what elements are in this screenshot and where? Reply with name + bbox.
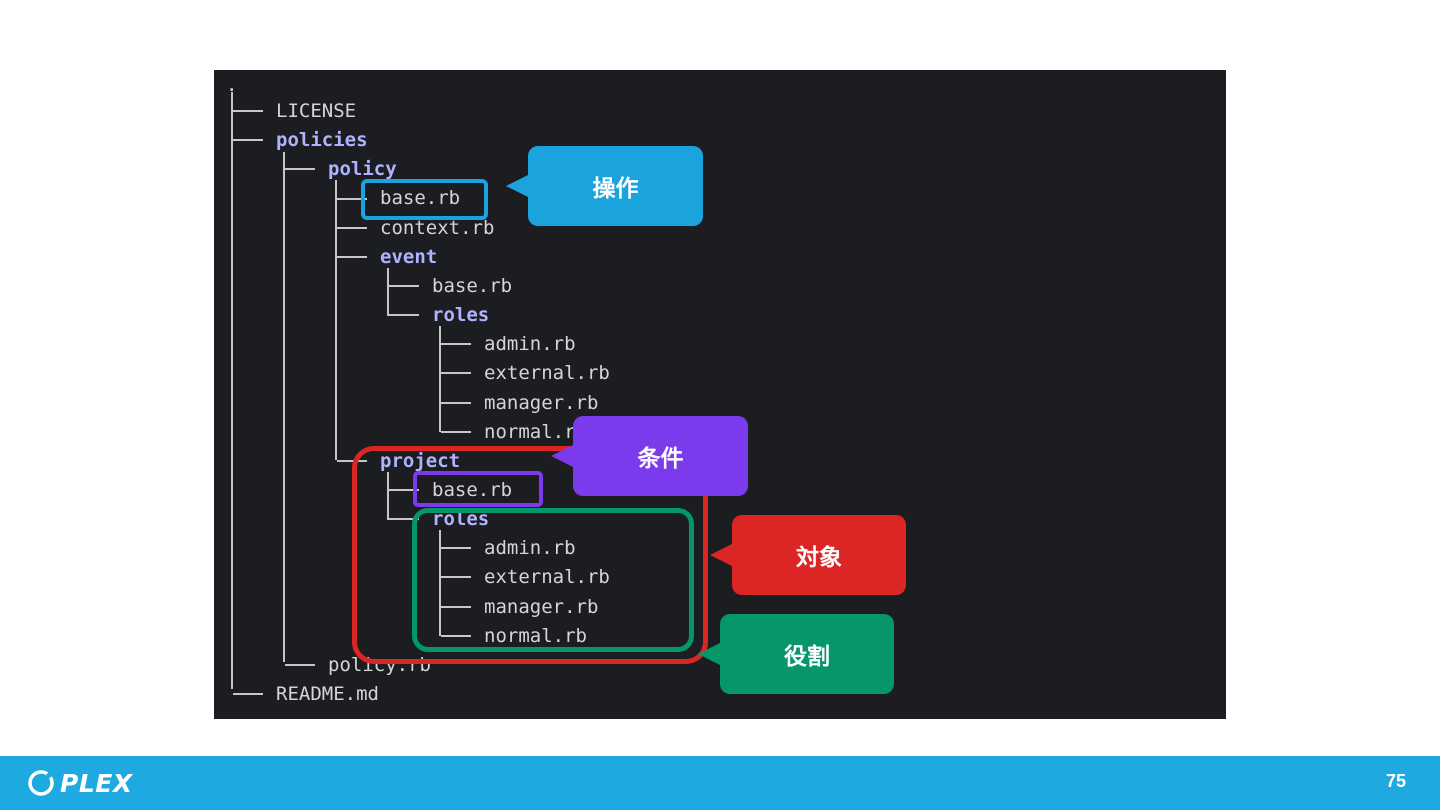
callout-target-label: 対象: [796, 545, 842, 571]
highlight-target: [352, 446, 708, 664]
file-project-roles-admin: admin.rb: [484, 537, 576, 559]
callout-pointer: [710, 543, 734, 567]
tree-line: [389, 518, 419, 520]
file-project-roles-manager: manager.rb: [484, 596, 599, 618]
tree-line: [335, 180, 337, 460]
highlight-condition: [413, 471, 543, 507]
callout-operation: 操作: [506, 146, 703, 226]
tree-line: [337, 256, 367, 258]
tree-line: [337, 198, 367, 200]
plex-logo: PLEX: [26, 768, 133, 798]
tree-line: [441, 635, 471, 637]
callout-pointer: [698, 642, 722, 666]
callout-operation-label: 操作: [592, 176, 639, 202]
file-license: LICENSE: [276, 100, 357, 122]
tree-line: [389, 314, 419, 316]
callout-role-label: 役割: [784, 644, 830, 670]
tree-line: [233, 110, 263, 112]
tree-line: [389, 285, 419, 287]
callout-condition-label: 条件: [637, 446, 684, 472]
plex-logo-icon: [28, 770, 54, 796]
tree-line: [389, 489, 419, 491]
tree-line: [441, 372, 471, 374]
file-policy-context: context.rb: [380, 217, 495, 239]
tree-line: [439, 326, 441, 432]
tree-line: [387, 268, 389, 316]
tree-line: [283, 152, 285, 662]
file-event-roles-normal: normal.rb: [484, 421, 587, 443]
footer-bar: PLEX 75: [0, 756, 1440, 810]
file-policy-base: base.rb: [380, 187, 461, 209]
tree-line: [441, 431, 471, 433]
brand-name: PLEX: [60, 768, 133, 798]
page-number: 75: [1385, 771, 1406, 791]
dir-policy: policy: [328, 158, 397, 180]
terminal-screenshot: . LICENSE policies policy base.rb contex…: [214, 70, 1226, 719]
dir-event: event: [380, 246, 438, 268]
tree-line: [337, 227, 367, 229]
highlight-role: [412, 508, 694, 652]
highlight-operation: [361, 179, 488, 220]
file-project-roles-external: external.rb: [484, 566, 610, 588]
callout-target: 対象: [710, 515, 906, 595]
file-project-roles-normal: normal.rb: [484, 625, 587, 647]
tree-line: [285, 664, 315, 666]
file-event-roles-admin: admin.rb: [484, 333, 576, 355]
tree-line: [285, 168, 315, 170]
tree-line: [441, 606, 471, 608]
callout-role: 役割: [698, 614, 894, 694]
callout-pointer: [506, 174, 530, 198]
tree-line: [441, 343, 471, 345]
tree-line: [441, 576, 471, 578]
tree-line: [441, 547, 471, 549]
callout-condition: 条件: [551, 416, 748, 496]
callout-pointer: [551, 444, 575, 468]
file-event-roles-external: external.rb: [484, 362, 610, 384]
tree-line: [231, 92, 233, 689]
file-readme: README.md: [276, 683, 379, 705]
tree-root: .: [226, 74, 238, 96]
tree-line: [387, 472, 389, 520]
tree-line: [233, 139, 263, 141]
tree-line: [439, 530, 441, 636]
file-event-roles-manager: manager.rb: [484, 392, 599, 414]
file-project-base: base.rb: [432, 479, 513, 501]
file-event-base: base.rb: [432, 275, 513, 297]
tree-line: [441, 402, 471, 404]
dir-project: project: [380, 450, 461, 472]
dir-policies: policies: [276, 129, 368, 151]
tree-line: [233, 693, 263, 695]
dir-project-roles: roles: [432, 508, 490, 530]
dir-event-roles: roles: [432, 304, 490, 326]
